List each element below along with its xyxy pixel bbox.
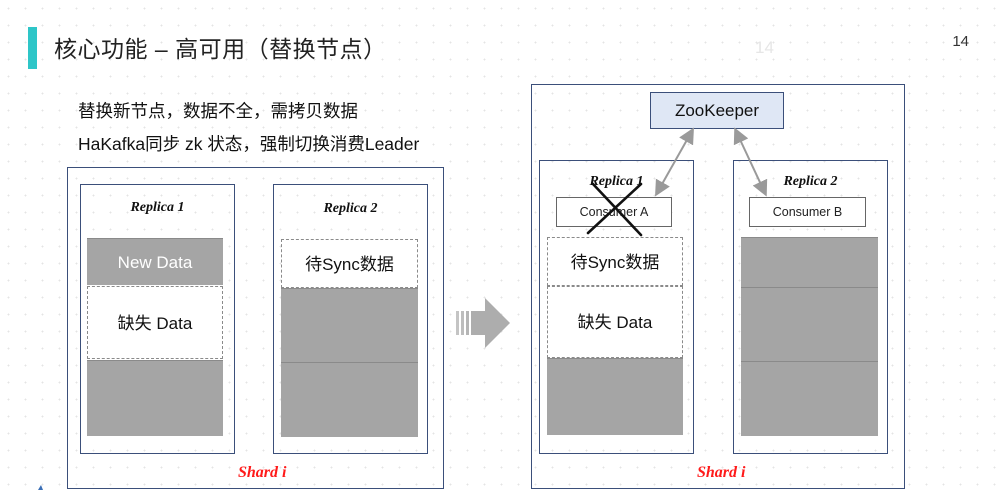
corner-marker	[38, 485, 43, 490]
pending-sync-label: 待Sync数据	[305, 255, 394, 274]
left-missing-data-block: 缺失 Data	[87, 286, 223, 359]
right-shard-label: Shard i	[697, 464, 745, 482]
right-missing-data-label: 缺失 Data	[577, 313, 653, 332]
bullet-1: 替换新节点，数据不全，需拷贝数据	[78, 101, 358, 121]
left-shard-frame	[67, 167, 444, 489]
right-replica2-data-block-1	[741, 237, 878, 287]
right-replica2-box	[733, 160, 888, 454]
right-replica2-label: Replica 2	[783, 174, 838, 189]
missing-data-label: 缺失 Data	[117, 314, 193, 333]
left-shard-label-text: Shard i	[238, 464, 287, 481]
watermark-number: 14	[755, 38, 774, 57]
left-shard-label: Shard i	[238, 464, 286, 482]
right-replica2-data-block-3	[741, 361, 878, 436]
zookeeper-box: ZooKeeper	[650, 92, 784, 129]
right-shard-label-text: Shard i	[697, 464, 746, 481]
right-missing-data-block: 缺失 Data	[547, 286, 683, 358]
left-pending-sync-block: 待Sync数据	[281, 239, 418, 288]
right-replica1-box	[539, 160, 694, 454]
slide-title: 核心功能 – 高可用（替换节点）	[54, 36, 387, 62]
consumer-a-label: Consumer A	[579, 205, 649, 219]
left-replica2-box	[273, 184, 428, 454]
consumer-b-box: Consumer B	[749, 197, 866, 227]
right-replica1-label: Replica 1	[589, 174, 644, 189]
right-pending-sync-block: 待Sync数据	[547, 237, 683, 286]
left-replica2-label: Replica 2	[323, 201, 378, 216]
new-data-label: New Data	[117, 253, 193, 272]
left-new-data-block: New Data	[87, 238, 223, 285]
right-replica1-data-block	[547, 358, 683, 435]
right-replica2-data-block-2	[741, 287, 878, 361]
bullet-2: HaKafka同步 zk 状态，强制切换消费Leader	[78, 134, 420, 154]
consumer-a-box: Consumer A	[556, 197, 672, 227]
consumer-b-label: Consumer B	[772, 205, 843, 219]
left-replica1-data-block	[87, 360, 223, 436]
left-replica2-data-block-2	[281, 362, 418, 437]
left-replica1-label: Replica 1	[130, 200, 185, 215]
page-number: 14	[952, 33, 969, 50]
left-replica1-box	[80, 184, 235, 454]
cross-mark	[586, 182, 643, 237]
zk-consumer-a-connector	[655, 127, 694, 197]
left-replica2-data-block-1	[281, 288, 418, 362]
zookeeper-label: ZooKeeper	[674, 101, 760, 120]
right-pending-sync-label: 待Sync数据	[570, 253, 660, 272]
right-shard-frame	[531, 84, 905, 489]
title-accent-bar	[28, 27, 37, 69]
zk-consumer-b-connector	[733, 127, 768, 197]
